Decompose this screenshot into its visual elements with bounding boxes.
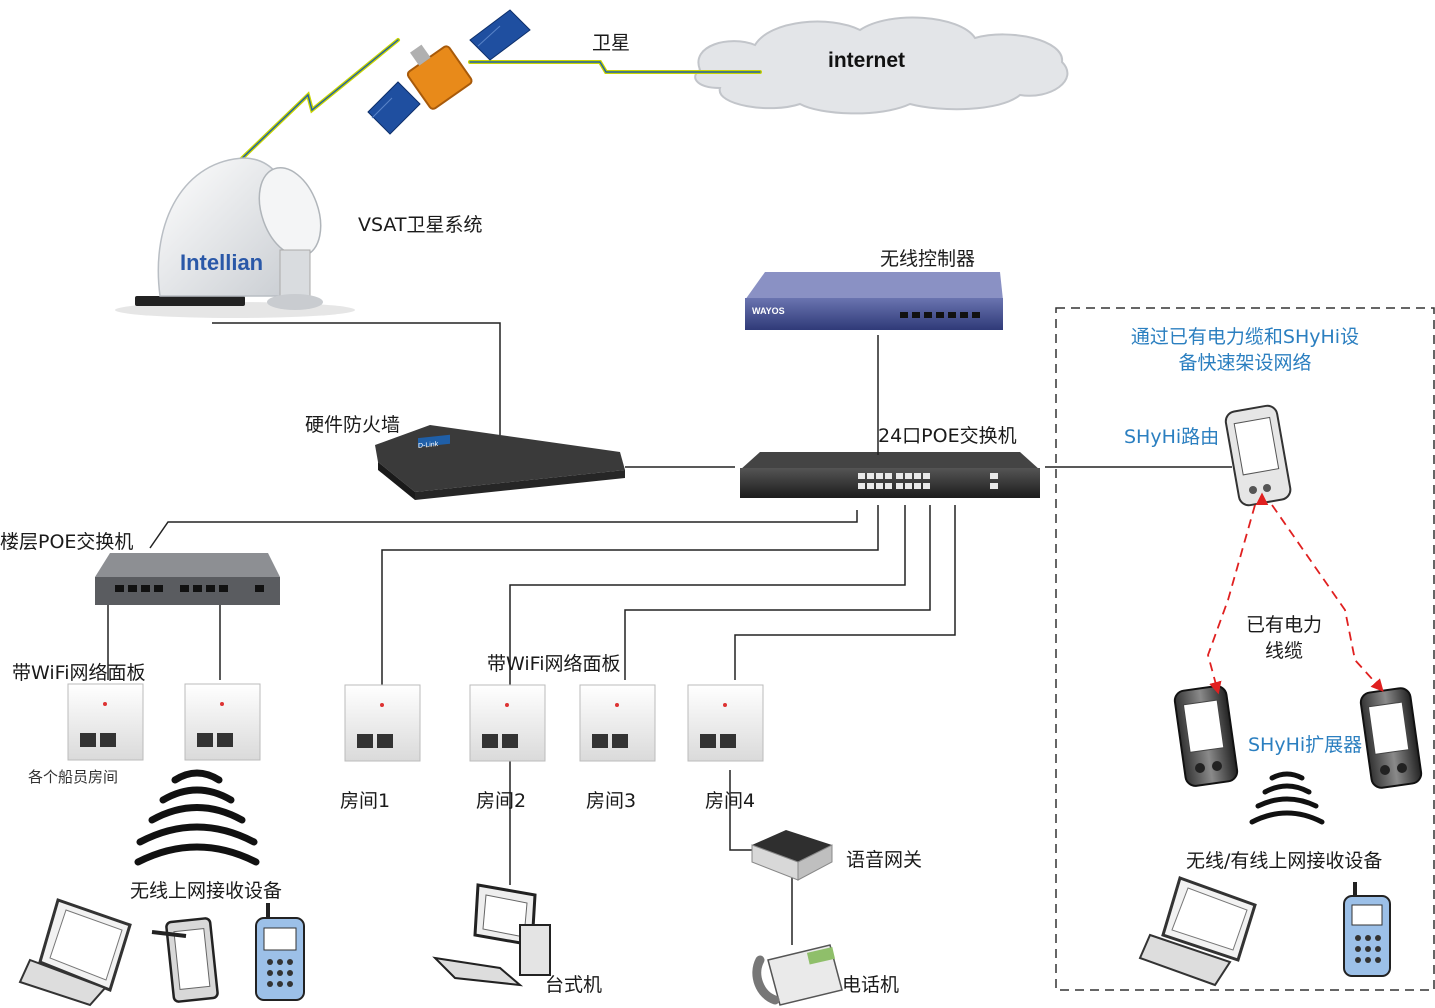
vsat-brand: Intellian: [180, 250, 263, 275]
panels-left-label: 带WiFi网络面板: [12, 662, 146, 684]
wifi-signal-icon: [134, 769, 260, 866]
shyhi-router-icon: [1224, 404, 1292, 507]
wifi-panel-icon: [579, 684, 656, 762]
voice-gateway-icon: [751, 830, 833, 881]
shyhi-router-label: SHyHi路由: [1124, 426, 1220, 448]
wifi-panel-icon: [184, 683, 261, 761]
power-cable-label-line2: 线缆: [1226, 636, 1342, 663]
laptop-icon: [18, 898, 132, 1007]
tablet-icon: [151, 917, 219, 1003]
desktop-pc-icon: [432, 883, 551, 987]
shyhi-title-line2: 备快速架设网络: [1178, 352, 1312, 374]
shyhi-extender-icon: [1359, 687, 1423, 789]
shyhi-title-line1: 通过已有电力缆和SHyHi设: [1130, 326, 1360, 348]
room-1-label: 房间1: [340, 790, 391, 812]
room-2-label: 房间2: [476, 790, 527, 812]
desktop-label: 台式机: [545, 974, 603, 996]
vsat-label: VSAT卫星系统: [358, 214, 483, 236]
internet-label: internet: [828, 49, 905, 72]
vsat-dome-icon: Intellian: [115, 157, 355, 318]
wireless-controller-icon: WAYOS: [745, 272, 1003, 330]
controller-brand: WAYOS: [752, 306, 785, 316]
power-line-links: [1207, 492, 1384, 695]
crew-rooms-note: 各个船员房间: [28, 768, 119, 786]
satellite-link-lightning: [230, 38, 762, 170]
satellite-label: 卫星: [592, 32, 631, 54]
mobile-phone-icon: [255, 903, 305, 1001]
shyhi-devices-label: 无线/有线上网接收设备: [1186, 850, 1383, 872]
voice-gateway-label: 语音网关: [846, 849, 923, 871]
power-cable-label-line1: 已有电力: [1226, 610, 1342, 637]
wifi-panel-icon: [344, 684, 421, 762]
core-switch-icon: [740, 452, 1040, 498]
telephone-icon: [752, 944, 843, 1006]
room-3-label: 房间3: [586, 790, 637, 812]
shyhi-extender-icon: [1173, 685, 1239, 787]
wifi-panel-icon: [687, 684, 764, 762]
firewall-label: 硬件防火墙: [305, 414, 401, 436]
wireless-devices-label: 无线上网接收设备: [130, 880, 283, 902]
wifi-signal-icon: [1249, 771, 1325, 825]
wifi-panel-icon: [469, 684, 546, 762]
core-switch-label: 24口POE交换机: [878, 425, 1017, 447]
mobile-phone-icon: [1343, 882, 1391, 977]
shyhi-dashed-box: [1055, 307, 1435, 991]
satellite-icon: [367, 9, 531, 135]
cable-lines: [107, 322, 1232, 945]
telephone-label: 电话机: [842, 974, 900, 996]
room-4-label: 房间4: [705, 790, 756, 812]
firewall-icon: D-Link: [375, 425, 625, 500]
floor-switch-icon: [95, 553, 280, 605]
firewall-brand: D-Link: [418, 441, 439, 450]
wifi-panel-icon: [67, 683, 144, 761]
wireless-controller-label: 无线控制器: [880, 248, 976, 270]
internet-cloud: [694, 16, 1069, 115]
shyhi-extender-label: SHyHi扩展器: [1248, 734, 1363, 756]
floor-switch-label: 楼层POE交换机: [0, 531, 134, 553]
panels-rooms-label: 带WiFi网络面板: [487, 653, 621, 675]
laptop-icon: [1138, 876, 1257, 987]
